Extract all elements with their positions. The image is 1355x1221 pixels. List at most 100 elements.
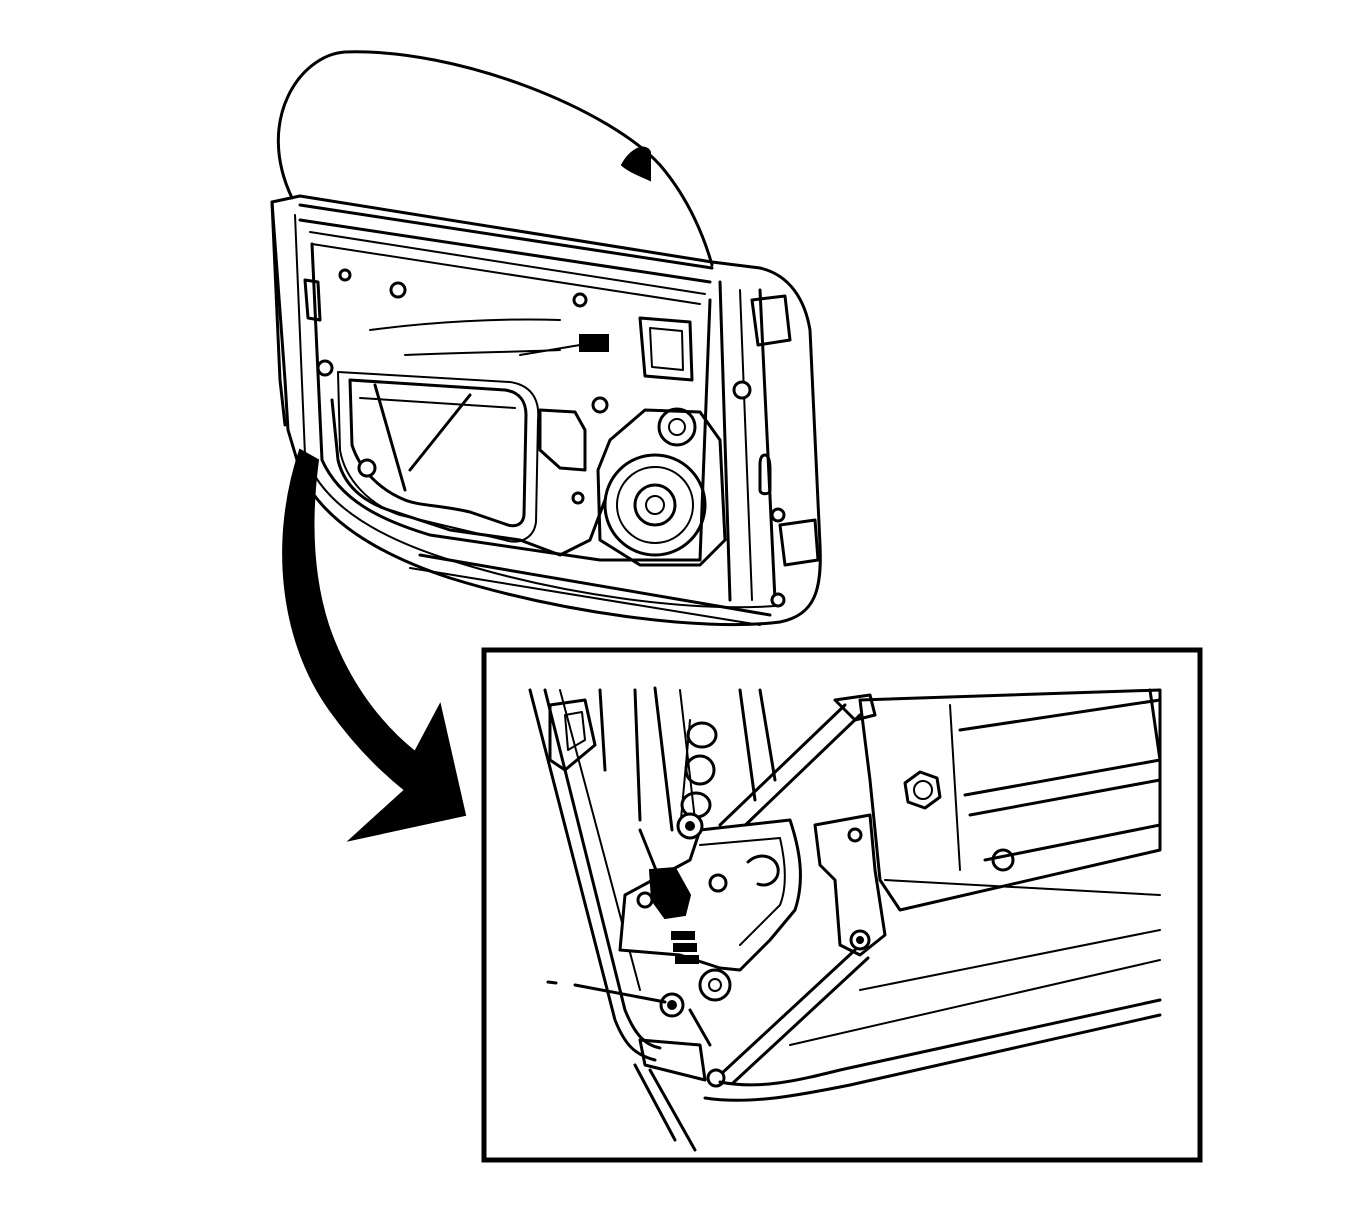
panel-fastener-3 — [572, 292, 588, 308]
bottom-rail-1 — [418, 553, 772, 617]
sheet-edge-1 — [528, 688, 657, 1062]
lower-boss — [698, 968, 732, 1002]
lower-frame-contour — [330, 398, 607, 557]
regulator-housing — [858, 688, 1162, 912]
guide-rod-cap — [833, 693, 877, 722]
regulator-rail-top — [958, 698, 1162, 732]
channel-6 — [758, 688, 777, 782]
regulator-end-cap — [1148, 688, 1162, 762]
channel-5 — [738, 688, 757, 802]
housing-bump — [991, 848, 1015, 872]
belt-rail-4 — [311, 243, 701, 305]
rear-edge-2 — [758, 288, 777, 602]
panel-fastener-4 — [316, 359, 334, 377]
lower-tab-side — [688, 1008, 712, 1047]
sheet-lower-1 — [633, 1063, 677, 1142]
panel-fastener-5 — [357, 458, 377, 478]
bottom-edge-3 — [859, 929, 1161, 991]
rear-fastener-3 — [770, 592, 786, 608]
plate-bolt-1 — [708, 873, 728, 893]
rear-fastener-1 — [732, 380, 752, 400]
mirror-stub — [620, 146, 651, 182]
lock-switch — [579, 334, 609, 352]
hex-bolt-washer — [913, 780, 933, 800]
rear-slot — [758, 453, 772, 496]
guide-rod-lower — [733, 713, 862, 837]
channel-2 — [633, 688, 642, 822]
plate-bolt-3-core — [685, 821, 695, 831]
front-edge-slot — [303, 278, 322, 322]
bottom-rail-2 — [409, 567, 761, 626]
upper-clip-tab — [564, 711, 586, 751]
tweeter — [657, 407, 697, 447]
hex-bolt — [903, 770, 942, 810]
speaker-cone-center — [645, 495, 665, 515]
leader-line — [573, 983, 667, 1004]
window-frame — [276, 50, 714, 267]
regulator-cable-b — [408, 393, 472, 472]
regulator-rail-mid — [963, 758, 1162, 797]
lower-tab — [638, 1038, 707, 1082]
plate-label-1 — [671, 931, 695, 940]
right-bracket-bolt-1 — [847, 827, 863, 843]
rear-fastener-2 — [770, 507, 786, 523]
lock-bracket — [538, 408, 587, 472]
support-rod-2 — [731, 956, 870, 1085]
plate-label-2 — [673, 943, 697, 952]
guide-rod-upper — [718, 703, 847, 827]
bottom-edge-2 — [703, 1013, 1162, 1102]
rear-edge-3 — [739, 289, 753, 601]
upper-clip — [548, 698, 597, 772]
door-shell-inner — [294, 214, 776, 609]
door-shell — [270, 194, 822, 627]
regulator-cable-a — [373, 383, 407, 492]
handle-pocket — [638, 316, 694, 382]
regulator-rail-low — [968, 778, 1162, 817]
hinge-lower — [778, 518, 820, 567]
belt-rail-1 — [298, 203, 714, 270]
belt-rail-2 — [298, 218, 712, 284]
plate-label-3 — [675, 955, 699, 964]
channel-3 — [653, 686, 674, 832]
panel-fastener-1 — [338, 268, 352, 282]
front-edge-panel — [270, 200, 287, 427]
callout-arrow — [282, 448, 467, 842]
tweeter-center — [668, 418, 686, 436]
speaker-ring-outer — [603, 453, 707, 557]
regulator-rail — [359, 397, 516, 409]
speaker-ring-inner — [633, 483, 677, 527]
sheet-edge-2 — [543, 688, 662, 1050]
sheet-lower-2 — [648, 1068, 697, 1152]
panel-fastener-7 — [571, 491, 585, 505]
bottom-edge-5 — [884, 879, 1161, 896]
detail-view — [481, 647, 1203, 1163]
roller-spine — [679, 719, 691, 831]
hex-bolt-head — [903, 770, 942, 810]
mount-fastener-hole — [667, 1000, 677, 1010]
right-bracket-bolt-2-core — [856, 936, 864, 944]
rear-edge-1 — [718, 280, 732, 602]
latch-cam-shaft — [638, 828, 662, 882]
panel-fastener-2 — [389, 281, 407, 299]
hinge-upper — [750, 294, 792, 347]
panel-crease-1 — [369, 318, 561, 331]
access-opening-flange — [337, 371, 540, 543]
bracket-plate-flange — [699, 837, 786, 946]
door-overview — [270, 50, 822, 627]
handle-pocket-inner — [649, 327, 684, 371]
hook-slot — [746, 854, 780, 887]
support-rod-1 — [718, 948, 857, 1077]
bottom-edge-4 — [789, 959, 1161, 1046]
inner-panel-edge — [310, 242, 712, 562]
speaker-ring-mid — [616, 466, 694, 544]
glass-edge — [983, 823, 1162, 862]
channel-1 — [598, 688, 607, 772]
panel-fastener-6 — [591, 396, 609, 414]
lower-boss-hole — [708, 978, 722, 992]
regulator-housing-inner — [949, 704, 961, 871]
access-opening — [348, 378, 528, 528]
panel-crease-3 — [519, 344, 581, 356]
speaker — [596, 407, 727, 567]
belt-rail-3 — [309, 231, 706, 295]
